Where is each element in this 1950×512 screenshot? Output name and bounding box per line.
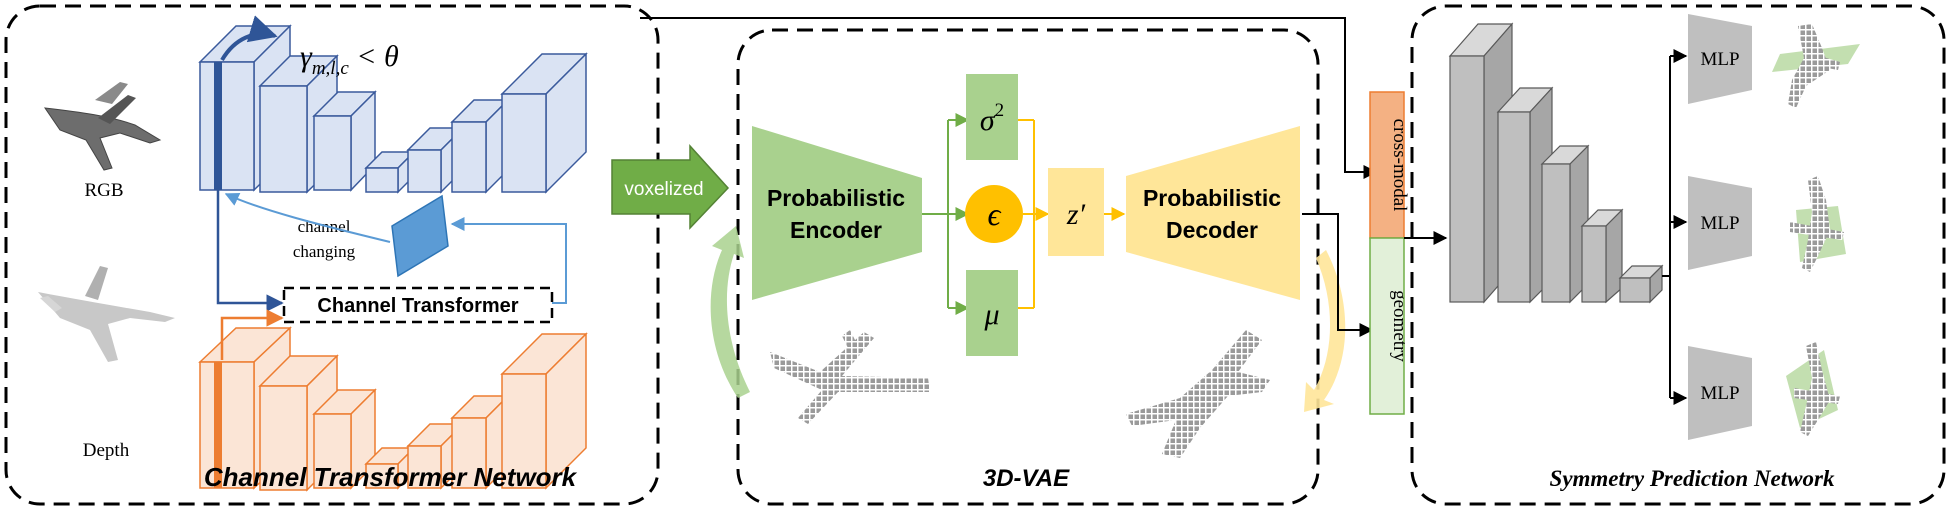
vae-panel — [736, 28, 1320, 506]
epsilon-circle — [965, 185, 1023, 243]
cross-modal-bar — [1369, 91, 1405, 239]
depth-airplane-image — [38, 266, 175, 362]
channel-transformer-panel — [4, 4, 660, 506]
top-connection-line — [640, 17, 1378, 179]
voxelized-label: voxelized — [624, 179, 703, 200]
input-point-cloud — [770, 330, 930, 424]
cube-to-rgb-arrow — [224, 193, 391, 243]
green-curved-arrow — [710, 226, 750, 398]
depth-to-transformer-arrow — [220, 309, 284, 360]
sigma-box — [966, 74, 1018, 160]
sigma-label: σ2 — [980, 100, 1004, 137]
probabilistic-encoder — [752, 126, 922, 300]
rgb-selected-channel — [214, 62, 222, 190]
transformer-to-cube-arrow — [450, 217, 567, 304]
prediction-3 — [1786, 342, 1840, 436]
geometry-bar — [1369, 237, 1405, 415]
symmetry-network-title: Symmetry Prediction Network — [1550, 466, 1835, 491]
depth-selected-channel — [214, 362, 222, 488]
rgb-network-blocks — [198, 24, 588, 194]
merge-lines — [1018, 119, 1126, 309]
channel-transformer-network-title: Channel Transformer Network — [204, 462, 578, 492]
mlp-label-3: MLP — [1700, 383, 1739, 404]
channel-transformer-box — [282, 286, 554, 324]
mu-label: μ — [983, 298, 999, 331]
epsilon-label: ϵ — [988, 196, 1002, 232]
z-prime-box — [1048, 168, 1104, 256]
geometry-label: geometry — [1389, 290, 1410, 362]
voxelized-arrow — [611, 144, 730, 230]
channel-changing-label-2: changing — [293, 242, 356, 261]
reconstructed-point-cloud — [1126, 330, 1270, 458]
mlp-label-1: MLP — [1700, 49, 1739, 70]
encoder-label-1: Probabilistic — [767, 185, 905, 211]
mlp-block-1 — [1688, 14, 1752, 104]
z-prime-label: z′ — [1066, 198, 1086, 231]
formula-curve-arrow — [220, 15, 278, 62]
probabilistic-decoder — [1126, 126, 1300, 300]
encoder-branches — [922, 113, 970, 315]
yellow-curved-arrow — [1304, 250, 1346, 412]
vae-title: 3D-VAE — [983, 465, 1070, 492]
threshold-formula: γm,l,c < θ — [300, 40, 399, 79]
decoder-label-1: Probabilistic — [1143, 185, 1281, 211]
symmetry-network-blocks — [1448, 22, 1664, 304]
prediction-1 — [1772, 24, 1860, 108]
cross-modal-label: cross-modal — [1389, 119, 1410, 212]
prediction-2 — [1790, 176, 1846, 272]
decoder-to-geometry-arrow — [1302, 213, 1374, 337]
channel-transformer-label: Channel Transformer — [317, 295, 518, 317]
depth-label: Depth — [83, 440, 130, 461]
decoder-label-2: Decoder — [1166, 217, 1258, 243]
channel-changing-cube — [391, 194, 449, 278]
mlp-label-2: MLP — [1700, 213, 1739, 234]
rgb-label: RGB — [84, 180, 123, 201]
mlp-block-3 — [1688, 346, 1752, 440]
rgb-to-transformer-arrow — [216, 190, 284, 312]
mlp-block-2 — [1688, 176, 1752, 270]
mu-box — [966, 270, 1018, 356]
encoder-label-2: Encoder — [790, 217, 882, 243]
rgb-airplane-image — [43, 82, 162, 171]
symmetry-panel — [1410, 4, 1946, 506]
mlp-branches — [1662, 49, 1688, 405]
depth-network-blocks — [198, 326, 588, 492]
